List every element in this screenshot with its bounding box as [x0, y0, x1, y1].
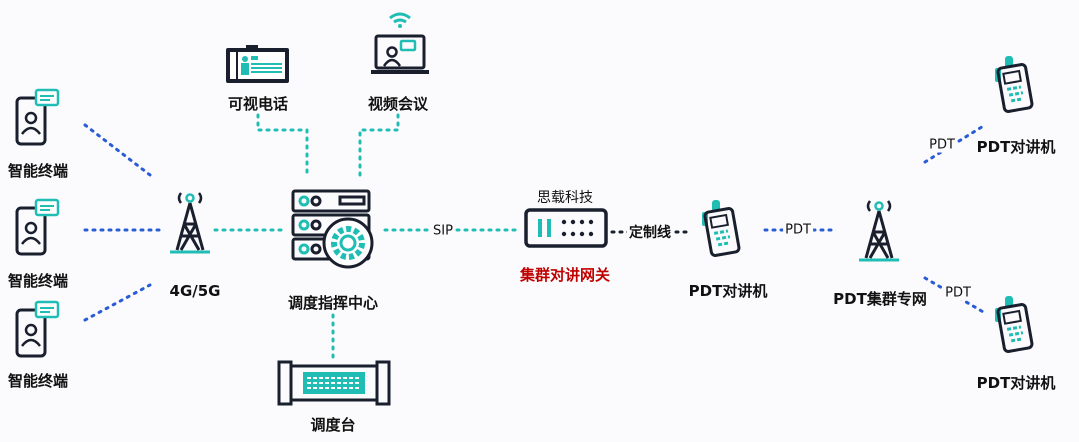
smartphone-chat-icon — [15, 198, 60, 256]
pdt-tower-icon — [859, 200, 899, 262]
cell-tower-icon — [170, 192, 210, 254]
gateway-label: 集群对讲网关 — [519, 266, 611, 284]
pdt-network-label: PDT集群专网 — [833, 290, 927, 308]
gateway-vendor-label: 思载科技 — [535, 187, 595, 207]
video-phone-label: 可视电话 — [227, 95, 289, 113]
walkie-talkie-icon — [995, 56, 1034, 113]
sip-link-label: SIP — [431, 223, 455, 239]
pdt-upper-link-label: PDT — [927, 137, 957, 153]
gateway-device-icon — [524, 208, 608, 248]
smartphone-chat-icon — [15, 300, 60, 358]
walkie-talkie-icon — [995, 296, 1034, 353]
walkie-talkie-icon — [702, 200, 741, 257]
terminal-label: 智能终端 — [7, 162, 69, 180]
videophone-link — [256, 113, 309, 177]
custom-line-label: 定制线 — [627, 222, 673, 242]
smartphone-chat-icon — [15, 88, 60, 146]
tower-4g-label: 4G/5G — [169, 282, 221, 300]
laptop-video-conference-icon — [371, 12, 429, 74]
pdt-lower-link-label: PDT — [943, 285, 973, 301]
terminal-label: 智能终端 — [7, 272, 69, 290]
pdt-link-label: PDT — [783, 222, 813, 238]
video-phone-icon — [226, 45, 289, 83]
terminal1-link — [83, 123, 152, 177]
pdt-radio-center-label: PDT对讲机 — [688, 282, 768, 300]
dispatch-console-icon — [277, 360, 391, 406]
pdt-radio-upper-label: PDT对讲机 — [976, 138, 1056, 156]
dispatch-console-label: 调度台 — [310, 416, 356, 434]
videoconf-link — [358, 113, 400, 177]
dispatch-center-label: 调度指挥中心 — [287, 294, 379, 312]
server-gear-icon — [291, 189, 374, 269]
terminal3-link — [83, 283, 152, 322]
pdt-radio-lower-label: PDT对讲机 — [976, 374, 1056, 392]
video-conference-label: 视频会议 — [367, 95, 429, 113]
terminal-label: 智能终端 — [7, 372, 69, 390]
